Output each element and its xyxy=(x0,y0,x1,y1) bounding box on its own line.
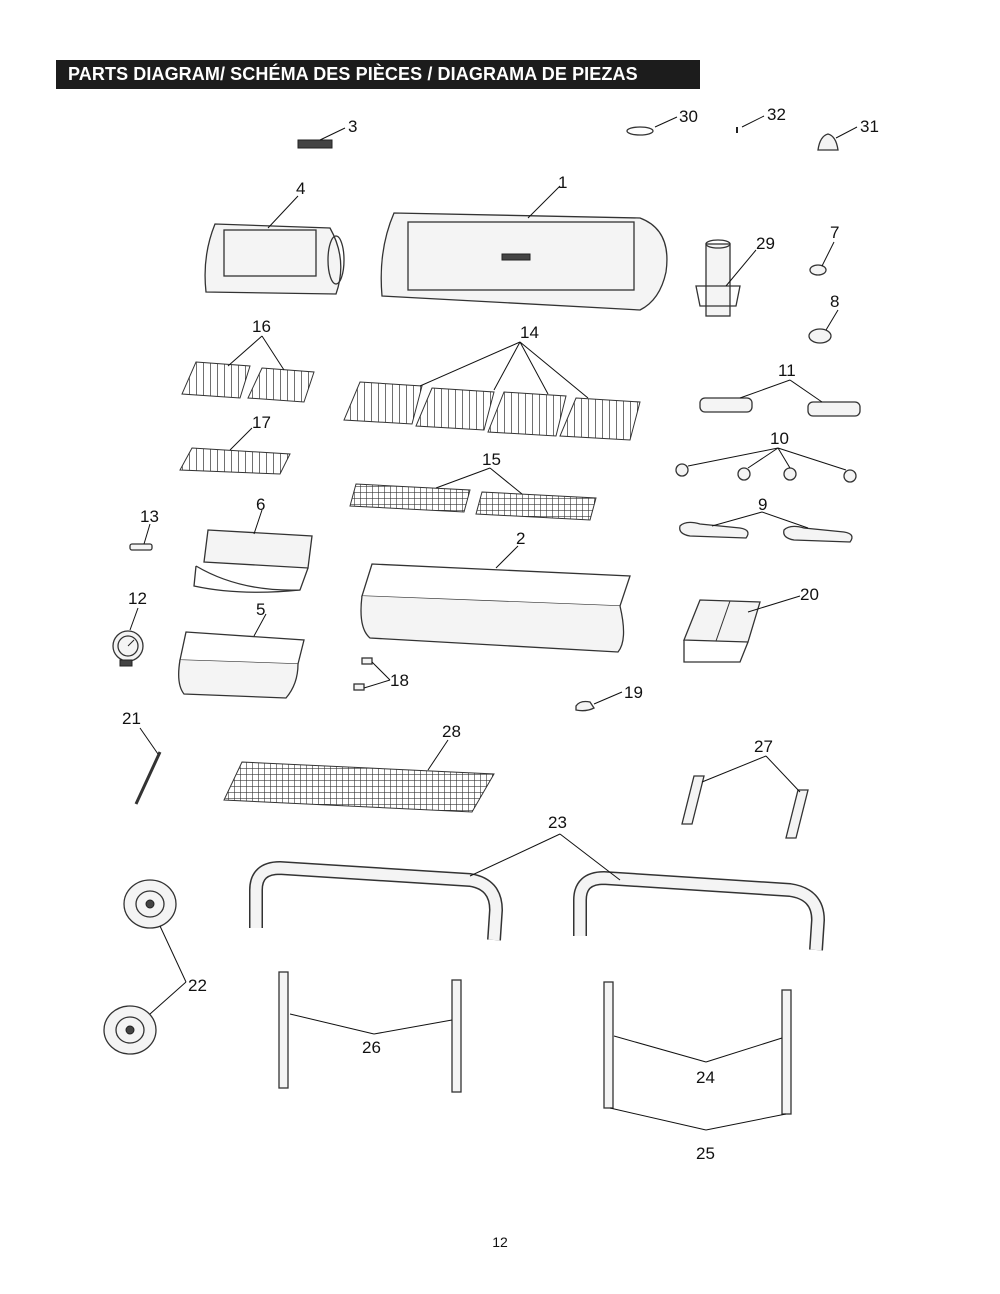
part-7-knob xyxy=(809,264,827,276)
part-28-bottom-shelf xyxy=(223,761,495,813)
callout-21: 21 xyxy=(122,709,141,728)
callout-14: 14 xyxy=(520,323,539,342)
part-1-main-lid xyxy=(380,212,668,311)
part-12-gauge xyxy=(112,630,144,667)
part-17-grate xyxy=(179,447,291,475)
part-19-hook xyxy=(575,700,595,712)
callout-11: 11 xyxy=(778,361,796,380)
part-9-handles xyxy=(679,521,853,543)
callout-6: 6 xyxy=(256,495,265,514)
page-number: 12 xyxy=(492,1234,508,1250)
callout-9: 9 xyxy=(758,495,767,514)
part-6-firebox-basket xyxy=(193,529,313,593)
part-3-logo-badge xyxy=(297,139,333,149)
part-27-brackets xyxy=(681,775,809,839)
callout-5: 5 xyxy=(256,600,265,619)
callout-18: 18 xyxy=(390,671,409,690)
part-26-legs xyxy=(278,971,462,1093)
part-31-cap xyxy=(817,133,839,151)
part-30-ring xyxy=(626,126,654,136)
part-11-handle-posts xyxy=(699,397,861,417)
callout-3: 3 xyxy=(348,117,357,136)
callout-28: 28 xyxy=(442,722,461,741)
callout-27: 27 xyxy=(754,737,773,756)
part-13-pin xyxy=(129,543,153,551)
callout-2: 2 xyxy=(516,529,525,548)
callout-29: 29 xyxy=(756,234,775,253)
callout-23: 23 xyxy=(548,813,567,832)
callout-20: 20 xyxy=(800,585,819,604)
callout-15: 15 xyxy=(482,450,501,469)
callout-25: 25 xyxy=(696,1144,715,1163)
part-4-firebox-lid xyxy=(204,223,345,295)
part-24-legs xyxy=(603,981,792,1115)
part-20-side-shelf xyxy=(683,599,761,663)
callout-17: 17 xyxy=(252,413,271,432)
part-8-damper xyxy=(808,328,832,344)
part-23-leg-frames xyxy=(249,860,826,951)
callout-8: 8 xyxy=(830,292,839,311)
callout-31: 31 xyxy=(860,117,879,136)
callout-32: 32 xyxy=(767,105,786,124)
part-2-main-body xyxy=(360,563,631,653)
callout-12: 12 xyxy=(128,589,147,608)
part-10-nuts xyxy=(675,463,857,483)
callout-1: 1 xyxy=(558,173,567,192)
part-14-cooking-grates xyxy=(343,381,641,441)
callout-19: 19 xyxy=(624,683,643,702)
callout-24: 24 xyxy=(696,1068,715,1087)
part-18-clips xyxy=(353,657,373,691)
part-16-firebox-grates xyxy=(181,361,315,403)
callout-22: 22 xyxy=(188,976,207,995)
part-15-charcoal-grates xyxy=(349,483,597,521)
page-title: PARTS DIAGRAM/ SCHÉMA DES PIÈCES / DIAGR… xyxy=(56,60,700,89)
callout-16: 16 xyxy=(252,317,271,336)
callout-26: 26 xyxy=(362,1038,381,1057)
part-21-rod xyxy=(134,751,162,805)
part-29-chimney xyxy=(695,239,741,317)
callout-30: 30 xyxy=(679,107,698,126)
callout-13: 13 xyxy=(140,507,159,526)
callout-4: 4 xyxy=(296,179,305,198)
part-5-firebox-body xyxy=(178,631,305,699)
callout-7: 7 xyxy=(830,223,839,242)
callout-10: 10 xyxy=(770,429,789,448)
part-22-wheels xyxy=(103,879,177,1055)
